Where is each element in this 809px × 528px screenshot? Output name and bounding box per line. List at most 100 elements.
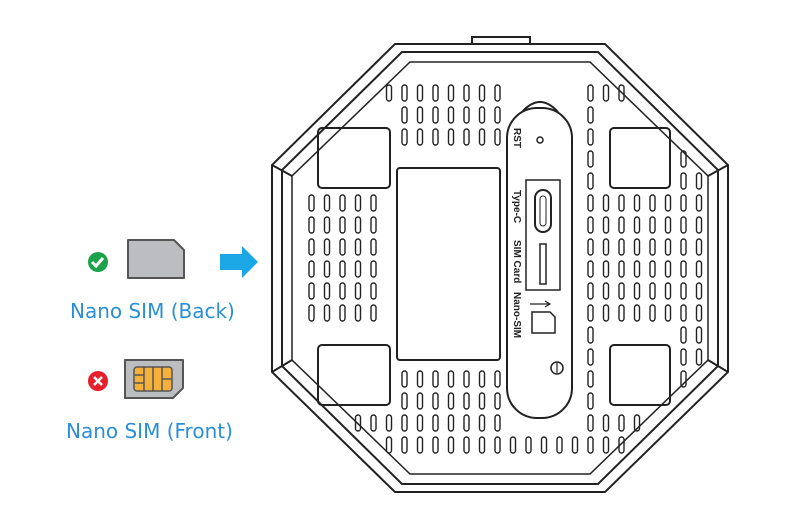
vent-slot (416, 128, 424, 146)
vent-slot (494, 84, 501, 102)
vent-slot (478, 392, 486, 410)
vent-slot (633, 260, 641, 278)
vent-slot (494, 392, 501, 410)
vent-slot (308, 282, 315, 300)
sim-card-slot[interactable] (539, 243, 547, 285)
vent-slot (339, 194, 346, 212)
vent-slot (385, 414, 393, 432)
vent-slot (602, 84, 610, 102)
vent-slot (432, 392, 439, 410)
vent-slot (463, 414, 470, 432)
vent-slot (618, 304, 625, 322)
vent-slot (680, 370, 687, 388)
vent-slot (463, 128, 470, 146)
vent-slot (323, 304, 331, 322)
vent-slot (587, 348, 594, 366)
vent-slot (494, 106, 501, 124)
vent-slot (354, 216, 362, 234)
vent-slot (649, 282, 656, 300)
vent-slot (401, 84, 408, 102)
vent-slot (633, 194, 641, 212)
vent-slot (649, 304, 656, 322)
vent-slot (494, 370, 501, 388)
vent-slot (587, 436, 594, 454)
vent-slot (587, 128, 594, 146)
vent-slot (602, 238, 610, 256)
vent-slot (323, 216, 331, 234)
vent-slot (494, 436, 501, 454)
vent-slot (432, 84, 439, 102)
vent-slot (618, 194, 625, 212)
vent-slot (587, 326, 594, 344)
vent-slot (695, 260, 703, 278)
vent-slot (447, 84, 455, 102)
sim-front-label: Nano SIM (Front) (66, 419, 233, 443)
vent-slot (618, 216, 625, 234)
vent-slot (602, 304, 610, 322)
vent-slot (432, 106, 439, 124)
vent-slot (416, 414, 424, 432)
vent-slot (602, 436, 610, 454)
vent-slot (587, 304, 594, 322)
vent-slot (354, 282, 362, 300)
vent-slot (695, 282, 703, 300)
vent-slot (680, 194, 687, 212)
vent-slot (664, 282, 672, 300)
vent-slot (633, 304, 641, 322)
vent-slot (494, 414, 501, 432)
reset-button[interactable] (536, 136, 544, 144)
vent-slot (370, 414, 377, 432)
vent-slot (664, 238, 672, 256)
vent-slot (680, 172, 687, 190)
vent-slot (339, 260, 346, 278)
vent-slot (602, 260, 610, 278)
vent-slot (649, 216, 656, 234)
vent-slot (680, 282, 687, 300)
vent-slot (618, 84, 625, 102)
vent-slot (370, 194, 377, 212)
vent-slot (370, 238, 377, 256)
vent-slot (416, 392, 424, 410)
vent-slot (416, 106, 424, 124)
vent-slot (308, 194, 315, 212)
vent-slot (401, 392, 408, 410)
vent-slot (478, 414, 486, 432)
vent-slot (401, 370, 408, 388)
vent-slot (478, 106, 486, 124)
vent-slot (432, 436, 439, 454)
vent-slot (587, 172, 594, 190)
vent-slot (354, 414, 362, 432)
vent-slot (339, 282, 346, 300)
vent-slot (323, 238, 331, 256)
vent-slot (308, 304, 315, 322)
vent-slot (463, 370, 470, 388)
vent-slot (447, 436, 455, 454)
device-body (271, 36, 729, 493)
vent-slot (695, 326, 703, 344)
insert-arrow-icon (220, 246, 258, 278)
vent-slot (618, 414, 625, 432)
vent-slot (401, 414, 408, 432)
vent-slot (339, 238, 346, 256)
vent-slot (525, 436, 532, 454)
vent-slot (695, 216, 703, 234)
vent-slot (587, 282, 594, 300)
vent-slot (370, 304, 377, 322)
vent-slot (695, 194, 703, 212)
vent-slot (354, 238, 362, 256)
vent-slot (401, 128, 408, 146)
check-icon (88, 252, 108, 272)
vent-slot (602, 194, 610, 212)
vent-slot (478, 370, 486, 388)
vent-slot (680, 238, 687, 256)
vent-slot (478, 436, 486, 454)
vent-slot (463, 84, 470, 102)
vent-slot (695, 304, 703, 322)
vent-slot (649, 260, 656, 278)
vent-slot (587, 150, 594, 168)
vent-slot (680, 348, 687, 366)
vent-slot (587, 106, 594, 124)
vent-slot (649, 194, 656, 212)
vent-slot (556, 436, 563, 454)
